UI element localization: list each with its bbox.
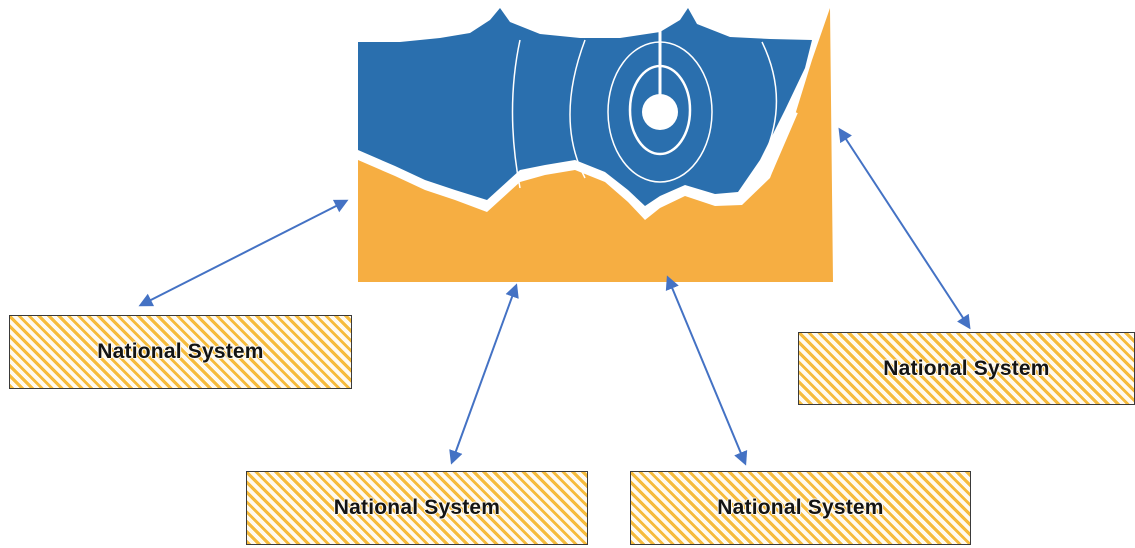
contour-line-1	[511, 39, 521, 189]
national-system-label-3: National System	[333, 496, 501, 519]
land-shape	[358, 8, 833, 282]
national-system-box-4: National System	[630, 471, 971, 545]
national-system-label-4: National System	[717, 496, 884, 519]
national-system-label-2: National System	[883, 356, 1050, 380]
buoy-dot	[642, 94, 678, 130]
national-system-label-1: National System	[97, 340, 264, 363]
national-system-box-1: National System	[9, 315, 352, 389]
contour-line-2	[569, 39, 586, 179]
ocean-basin-logo	[356, 8, 833, 282]
contour-line-3	[737, 41, 778, 199]
coastline	[356, 110, 798, 216]
arrow-box2-to-logo	[838, 127, 971, 330]
arrow-box3-to-logo	[449, 283, 519, 465]
national-system-box-3: National System	[246, 471, 588, 545]
arrow-box4-to-logo	[665, 275, 748, 466]
national-system-box-2: National System	[798, 332, 1135, 405]
arrow-box1-to-logo	[138, 199, 349, 307]
ocean-shape	[358, 8, 812, 206]
